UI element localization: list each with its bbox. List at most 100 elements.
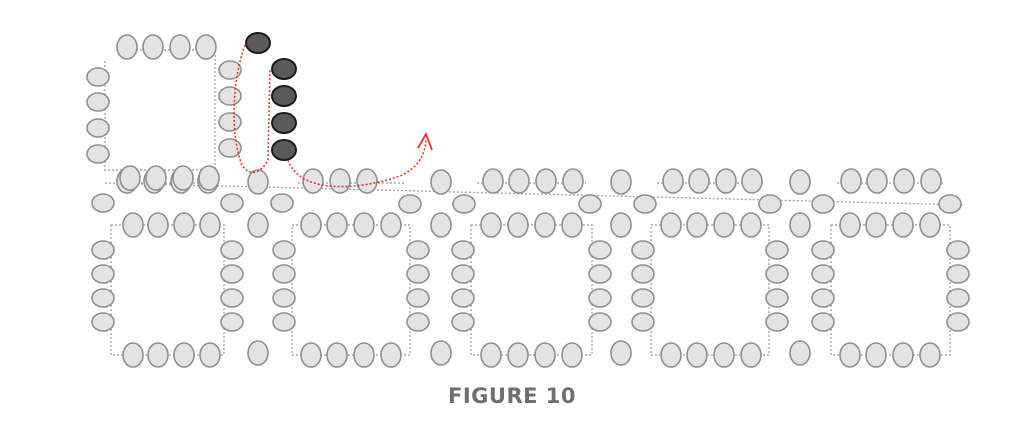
bead — [380, 212, 402, 238]
bead — [588, 264, 612, 284]
bead — [866, 168, 888, 194]
bead — [270, 193, 294, 213]
bead — [660, 212, 682, 238]
bead — [218, 60, 242, 80]
bead — [507, 342, 529, 368]
bead — [588, 312, 612, 332]
bead — [561, 342, 583, 368]
bead — [220, 288, 244, 308]
bead — [86, 118, 110, 138]
bead — [588, 240, 612, 260]
bead — [789, 169, 811, 195]
bead — [173, 342, 195, 368]
bead — [765, 312, 789, 332]
bead — [561, 212, 583, 238]
bead — [406, 240, 430, 260]
bead — [482, 168, 504, 194]
bead — [356, 168, 378, 194]
bead — [480, 342, 502, 368]
bead — [534, 342, 556, 368]
bead — [839, 342, 861, 368]
bead — [302, 168, 324, 194]
bead — [147, 212, 169, 238]
bead — [865, 212, 887, 238]
bead — [811, 288, 835, 308]
bead — [86, 144, 110, 164]
arrow-icon — [417, 131, 433, 151]
bead — [946, 312, 970, 332]
bead — [430, 340, 452, 366]
bead — [406, 288, 430, 308]
bead — [865, 342, 887, 368]
dark-bead — [245, 32, 271, 54]
thread-line — [110, 224, 225, 356]
bead — [218, 86, 242, 106]
bead — [662, 168, 684, 194]
bead — [430, 169, 452, 195]
bead — [610, 340, 632, 366]
bead — [300, 342, 322, 368]
dark-bead — [271, 85, 297, 107]
bead — [398, 194, 422, 214]
bead — [507, 212, 529, 238]
bead — [811, 194, 835, 214]
bead — [142, 34, 164, 60]
bead — [631, 240, 655, 260]
bead — [147, 342, 169, 368]
bead-group — [86, 34, 970, 368]
bead — [247, 169, 269, 195]
bead — [86, 92, 110, 112]
bead — [946, 264, 970, 284]
thread-line — [104, 49, 216, 171]
bead — [811, 264, 835, 284]
bead — [220, 193, 244, 213]
bead — [919, 342, 941, 368]
bead — [247, 212, 269, 238]
bead — [91, 193, 115, 213]
bead — [220, 312, 244, 332]
bead — [247, 340, 269, 366]
bead — [198, 165, 220, 191]
bead — [758, 194, 782, 214]
bead — [220, 240, 244, 260]
bead — [688, 168, 710, 194]
bead — [406, 264, 430, 284]
bead — [452, 194, 476, 214]
bead — [508, 168, 530, 194]
bead — [562, 168, 584, 194]
bead — [938, 194, 962, 214]
bead — [920, 168, 942, 194]
bead — [145, 165, 167, 191]
bead — [272, 240, 296, 260]
bead — [892, 212, 914, 238]
bead — [173, 212, 195, 238]
bead — [272, 288, 296, 308]
bead — [686, 342, 708, 368]
dark-bead — [271, 139, 297, 161]
thread-line — [291, 224, 411, 356]
bead — [353, 212, 375, 238]
bead — [588, 288, 612, 308]
bead — [715, 168, 737, 194]
bead — [946, 288, 970, 308]
bead — [578, 194, 602, 214]
bead — [218, 138, 242, 158]
bead — [451, 288, 475, 308]
bead — [740, 212, 762, 238]
thread-line — [470, 224, 593, 356]
bead — [765, 240, 789, 260]
bead — [480, 212, 502, 238]
bead — [329, 168, 351, 194]
bead — [765, 264, 789, 284]
bead — [218, 112, 242, 132]
bead — [919, 212, 941, 238]
bead — [195, 34, 217, 60]
bead — [789, 212, 811, 238]
bead — [122, 212, 144, 238]
bead — [840, 168, 862, 194]
bead — [631, 264, 655, 284]
bead — [451, 264, 475, 284]
bead — [172, 165, 194, 191]
bead — [116, 34, 138, 60]
bead — [380, 342, 402, 368]
